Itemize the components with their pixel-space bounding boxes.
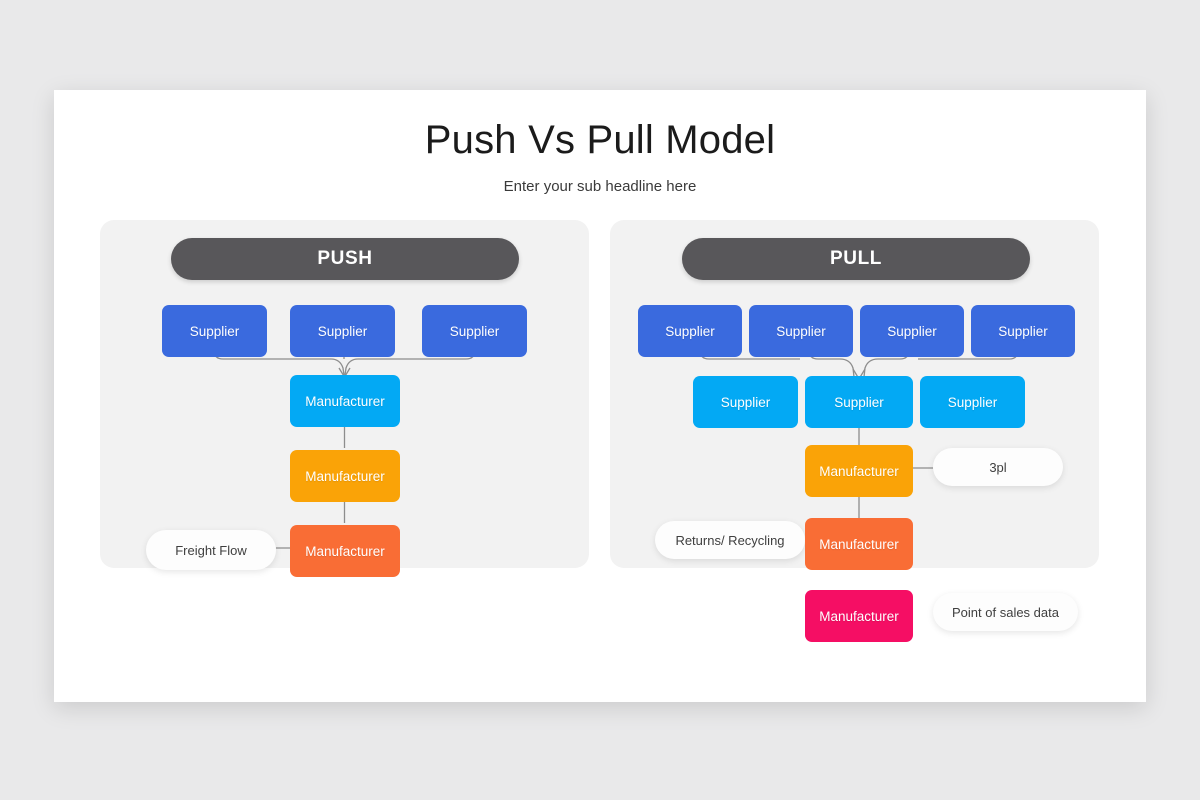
push-manufacturer-3[interactable]: Manufacturer	[290, 525, 400, 577]
pull-supplier-7[interactable]: Supplier	[920, 376, 1025, 428]
pull-supplier-1[interactable]: Supplier	[638, 305, 742, 357]
pull-manufacturer-1[interactable]: Manufacturer	[805, 445, 913, 497]
panel-pull: PULL Supplier Supplier Supplier Supplier…	[610, 220, 1099, 642]
push-supplier-2[interactable]: Supplier	[290, 305, 395, 357]
slide-header: Push Vs Pull Model Enter your sub headli…	[54, 90, 1146, 195]
pull-pill-returns-recycling[interactable]: Returns/ Recycling	[655, 521, 805, 559]
pull-manufacturer-3[interactable]: Manufacturer	[805, 590, 913, 642]
push-manufacturer-1[interactable]: Manufacturer	[290, 375, 400, 427]
pull-supplier-4[interactable]: Supplier	[971, 305, 1075, 357]
push-pill-freight-flow[interactable]: Freight Flow	[146, 530, 276, 570]
page-title: Push Vs Pull Model	[424, 118, 776, 162]
page-subtitle: Enter your sub headline here	[503, 178, 697, 195]
slide-card: Push Vs Pull Model Enter your sub headli…	[54, 90, 1146, 702]
pull-supplier-2[interactable]: Supplier	[749, 305, 853, 357]
pull-supplier-6[interactable]: Supplier	[805, 376, 913, 428]
panel-header-push: PUSH	[171, 238, 519, 280]
pull-pill-3pl[interactable]: 3pl	[933, 448, 1063, 486]
panel-header-pull: PULL	[682, 238, 1030, 280]
pull-manufacturer-2[interactable]: Manufacturer	[805, 518, 913, 570]
panel-push: PUSH Supplier Supplier Supplier Manufact…	[100, 220, 589, 577]
pull-supplier-3[interactable]: Supplier	[860, 305, 964, 357]
push-supplier-3[interactable]: Supplier	[422, 305, 527, 357]
pull-supplier-5[interactable]: Supplier	[693, 376, 798, 428]
push-manufacturer-2[interactable]: Manufacturer	[290, 450, 400, 502]
push-supplier-1[interactable]: Supplier	[162, 305, 267, 357]
pull-pill-point-of-sales-data[interactable]: Point of sales data	[933, 593, 1078, 631]
